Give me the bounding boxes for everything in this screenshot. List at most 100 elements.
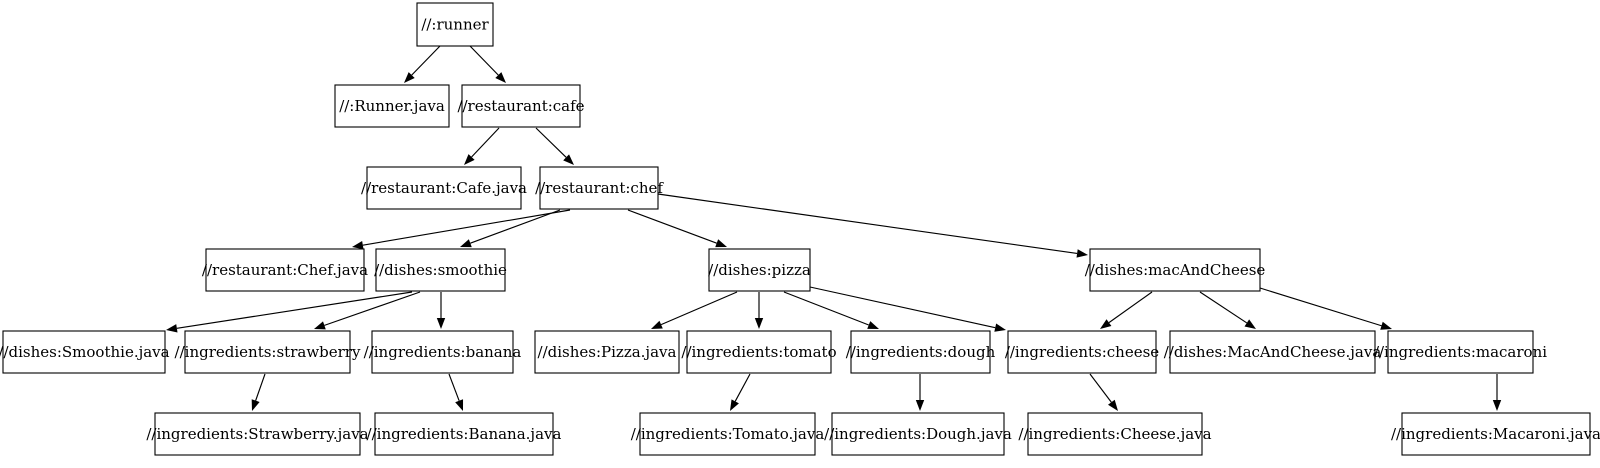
edge-arrowhead: [314, 321, 326, 330]
graph-node-smoothie_java[interactable]: //dishes:Smoothie.java: [0, 330, 170, 374]
graph-node-strawberry_java[interactable]: //ingredients:Strawberry.java: [146, 412, 369, 456]
node-label: //dishes:smoothie: [374, 261, 507, 279]
edge-line: [657, 193, 1078, 255]
graph-node-ing_strawberry[interactable]: //ingredients:strawberry: [175, 330, 361, 374]
edge-arrowhead: [251, 399, 260, 411]
edge-arrowhead: [1380, 321, 1392, 330]
node-box[interactable]: [2, 330, 166, 374]
node-label: //ingredients:banana: [364, 343, 522, 361]
node-box[interactable]: [205, 248, 365, 292]
node-label: //ingredients:tomato: [681, 343, 836, 361]
edge-line: [1108, 291, 1153, 324]
graph-node-ing_cheese[interactable]: //ingredients:cheese: [1005, 330, 1159, 374]
node-box[interactable]: [375, 248, 506, 292]
node-label: //restaurant:chef: [535, 179, 664, 197]
edge-arrowhead: [867, 321, 879, 329]
node-box[interactable]: [1007, 330, 1157, 374]
node-box[interactable]: [334, 84, 450, 128]
graph-node-runner[interactable]: //:runner: [416, 2, 494, 47]
graph-node-tomato_java[interactable]: //ingredients:Tomato.java: [631, 412, 825, 456]
node-box[interactable]: [1027, 412, 1203, 456]
node-box[interactable]: [184, 330, 351, 374]
graph-node-restaurant_cafe[interactable]: //restaurant:cafe: [457, 84, 585, 128]
graph-node-ing_dough[interactable]: //ingredients:dough: [846, 330, 996, 374]
edge-arrowhead: [1108, 399, 1118, 411]
edge-line: [660, 291, 738, 326]
node-box[interactable]: [831, 412, 1005, 456]
node-label: //ingredients:Banana.java: [367, 425, 562, 443]
graph-node-ing_banana[interactable]: //ingredients:banana: [364, 330, 522, 374]
node-label: //restaurant:cafe: [457, 97, 584, 115]
graph-edge: [166, 291, 413, 333]
edge-arrowhead: [1244, 319, 1256, 329]
edge-arrowhead: [460, 239, 472, 248]
edge-line: [783, 291, 869, 326]
edge-line: [469, 45, 499, 76]
node-box[interactable]: [708, 248, 811, 292]
edge-arrowhead: [495, 72, 506, 83]
edge-line: [176, 291, 413, 329]
node-box[interactable]: [374, 412, 554, 456]
node-box[interactable]: [1387, 330, 1534, 374]
graph-node-ing_tomato[interactable]: //ingredients:tomato: [681, 330, 837, 374]
node-box[interactable]: [154, 412, 361, 456]
node-label: //ingredients:Strawberry.java: [146, 425, 368, 443]
edge-arrowhead: [754, 318, 764, 329]
graph-node-cafe_java[interactable]: //restaurant:Cafe.java: [361, 166, 527, 210]
graph-edge: [1100, 291, 1153, 329]
graph-node-ing_macaroni[interactable]: //ingredients:macaroni: [1374, 330, 1547, 374]
graph-edge: [1199, 291, 1256, 329]
graph-node-banana_java[interactable]: //ingredients:Banana.java: [367, 412, 562, 456]
edge-line: [1259, 287, 1382, 327]
edge-line: [471, 127, 500, 158]
edge-arrowhead: [730, 399, 739, 411]
edge-line: [734, 373, 751, 402]
graph-edge: [1259, 287, 1392, 330]
graph-edge: [469, 45, 506, 83]
edge-line: [809, 286, 996, 329]
node-box[interactable]: [1089, 248, 1261, 292]
graph-node-pizza_java[interactable]: //dishes:Pizza.java: [534, 330, 680, 374]
node-box[interactable]: [1401, 412, 1591, 456]
graph-edge: [651, 291, 738, 329]
node-box[interactable]: [366, 166, 522, 210]
node-label: //ingredients:macaroni: [1374, 343, 1547, 361]
graph-node-macaroni_java[interactable]: //ingredients:Macaroni.java: [1391, 412, 1600, 456]
graph-edge: [627, 209, 727, 248]
node-box[interactable]: [461, 84, 581, 128]
nodes-layer: //:runner //:Runner.java //restaurant:cafe…: [0, 2, 1600, 456]
node-box[interactable]: [850, 330, 991, 374]
graph-node-dough_java[interactable]: //ingredients:Dough.java: [824, 412, 1012, 456]
graph-node-chef_java[interactable]: //restaurant:Chef.java: [202, 248, 368, 292]
edge-arrowhead: [1100, 319, 1112, 329]
edge-arrowhead: [994, 323, 1006, 332]
graph-edge: [809, 286, 1006, 332]
edge-arrowhead: [651, 320, 663, 329]
node-box[interactable]: [534, 330, 680, 374]
node-label: //restaurant:Cafe.java: [361, 179, 527, 197]
edge-line: [470, 209, 561, 244]
graph-node-dishes_pizza[interactable]: //dishes:pizza: [708, 248, 811, 292]
node-box[interactable]: [539, 166, 659, 210]
graph-edge: [436, 292, 446, 329]
node-box[interactable]: [416, 2, 494, 47]
graph-node-dishes_macandchee[interactable]: //dishes:macAndCheese: [1085, 248, 1266, 292]
graph-node-cheese_java[interactable]: //ingredients:Cheese.java: [1018, 412, 1212, 456]
graph-edge: [915, 374, 925, 411]
node-box[interactable]: [639, 412, 816, 456]
graph-node-macandcheese_java[interactable]: //dishes:MacAndCheese.java: [1164, 330, 1382, 374]
node-label: //dishes:macAndCheese: [1085, 261, 1266, 279]
node-label: //ingredients:Tomato.java: [631, 425, 825, 443]
node-label: //ingredients:cheese: [1005, 343, 1159, 361]
node-box[interactable]: [686, 330, 832, 374]
edge-line: [362, 209, 571, 246]
graph-edge: [460, 209, 561, 248]
graph-node-dishes_smoothie[interactable]: //dishes:smoothie: [374, 248, 507, 292]
node-label: //restaurant:Chef.java: [202, 261, 368, 279]
node-box[interactable]: [371, 330, 514, 374]
graph-edge: [754, 292, 764, 329]
graph-edge: [352, 209, 571, 250]
node-box[interactable]: [1169, 330, 1376, 374]
graph-node-restaurant_chef[interactable]: //restaurant:chef: [535, 166, 664, 210]
graph-node-runner_java[interactable]: //:Runner.java: [334, 84, 450, 128]
